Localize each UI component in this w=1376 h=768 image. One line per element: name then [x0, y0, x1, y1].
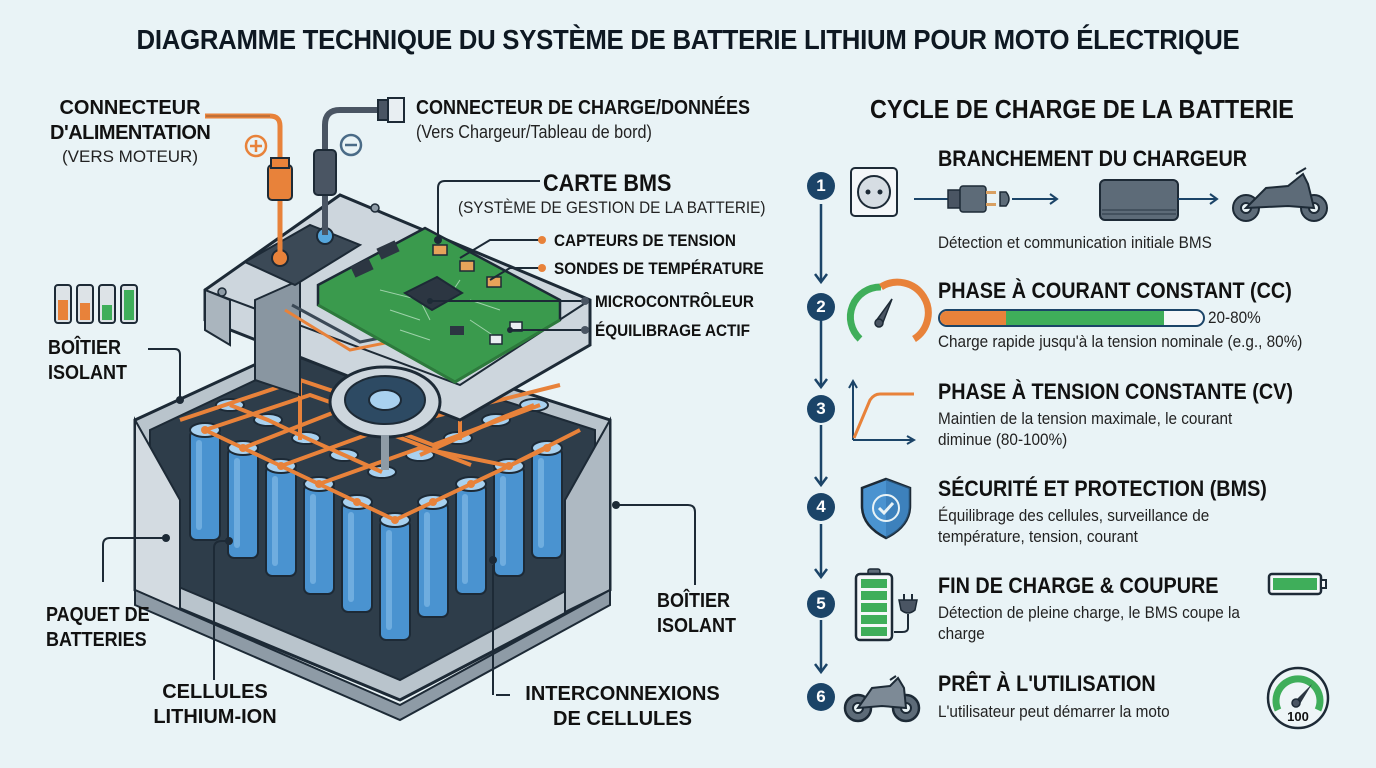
timeline-arrows	[814, 204, 828, 675]
motorcycle-ready-icon	[843, 675, 921, 723]
motorcycle-icon	[1232, 167, 1328, 222]
case-right-label: BOÎTIER ISOLANT	[657, 590, 737, 637]
step-3-number: 3	[807, 395, 835, 423]
power-cable	[205, 113, 293, 255]
data-cable	[313, 97, 405, 235]
bms-title: CARTE BMS	[543, 170, 672, 197]
plus-icon	[244, 134, 268, 158]
shield-check-icon	[860, 477, 912, 540]
cc-progress-orange	[940, 311, 1006, 325]
step-3-description: Maintien de la tension maximale, le cour…	[938, 409, 1233, 449]
step-1-illustration	[850, 167, 1328, 222]
gauge-icon	[846, 278, 932, 342]
step-5-number: 5	[807, 590, 835, 618]
step-5-description: Détection de pleine charge, le BMS coupe…	[938, 603, 1240, 643]
bms-item-microcontroller: MICROCONTRÔLEUR	[595, 292, 754, 311]
cv-curve-icon	[848, 378, 917, 445]
leader-lines	[102, 180, 696, 696]
battery-pack-label: PAQUET DE BATTERIES	[46, 604, 150, 651]
minus-icon	[339, 133, 363, 157]
step-6-number: 6	[807, 683, 835, 711]
step-2-number: 2	[807, 293, 835, 321]
full-battery-icon	[1267, 572, 1327, 596]
cells-label: CELLULES LITHIUM-ION	[153, 681, 277, 728]
wall-outlet-icon	[850, 167, 898, 217]
step-6-title: PRÊT À L'UTILISATION	[938, 671, 1156, 696]
step-4-number: 4	[807, 493, 835, 521]
step-4-description: Équilibrage des cellules, surveillance d…	[938, 506, 1210, 546]
battery-illustration	[54, 97, 696, 722]
step-1-number: 1	[807, 172, 835, 200]
step-5-title: FIN DE CHARGE & COUPURE	[938, 573, 1219, 598]
case-left-label: BOÎTIER ISOLANT	[48, 337, 128, 384]
cc-progress-green	[1005, 311, 1164, 325]
step-4-title: SÉCURITÉ ET PROTECTION (BMS)	[938, 476, 1267, 501]
bms-subtitle: (SYSTÈME DE GESTION DE LA BATTERIE)	[458, 198, 766, 217]
charge-connector-label: CONNECTEUR DE CHARGE/DONNÉES (Vers Charg…	[416, 97, 751, 142]
step-1-title: BRANCHEMENT DU CHARGEUR	[938, 146, 1248, 171]
bms-board	[316, 226, 562, 384]
step-2-title: PHASE À COURANT CONSTANT (CC)	[938, 278, 1292, 303]
speedometer-value: 100	[1287, 709, 1309, 724]
speedometer-icon: 100	[1266, 666, 1330, 730]
interconnects-label: INTERCONNEXIONS DE CELLULES	[525, 683, 720, 730]
bms-item-temperature-probes: SONDES DE TEMPÉRATURE	[554, 259, 764, 278]
step-2-description: Charge rapide jusqu'à la tension nominal…	[938, 332, 1303, 351]
step-6-description: L'utilisateur peut démarrer la moto	[938, 702, 1170, 721]
power-connector-label: CONNECTEUR D'ALIMENTATION (VERS MOTEUR)	[50, 97, 211, 166]
cc-progress-bar	[938, 309, 1205, 327]
battery-levels-icon	[54, 284, 138, 324]
step-1-description: Détection et communication initiale BMS	[938, 233, 1212, 252]
step-3-title: PHASE À TENSION CONSTANTE (CV)	[938, 379, 1293, 404]
full-battery-plug-icon	[854, 568, 918, 642]
page-title: DIAGRAMME TECHNIQUE DU SYSTÈME DE BATTER…	[136, 24, 1240, 55]
cc-range: 20-80%	[1208, 308, 1261, 327]
bms-item-voltage-sensors: CAPTEURS DE TENSION	[554, 231, 736, 250]
charger-icon	[1099, 179, 1179, 221]
bms-item-active-balancing: ÉQUILIBRAGE ACTIF	[595, 321, 750, 340]
charge-cycle-title: CYCLE DE CHARGE DE LA BATTERIE	[870, 94, 1294, 124]
plug-icon	[947, 185, 1010, 213]
cooling-fan	[328, 365, 442, 470]
